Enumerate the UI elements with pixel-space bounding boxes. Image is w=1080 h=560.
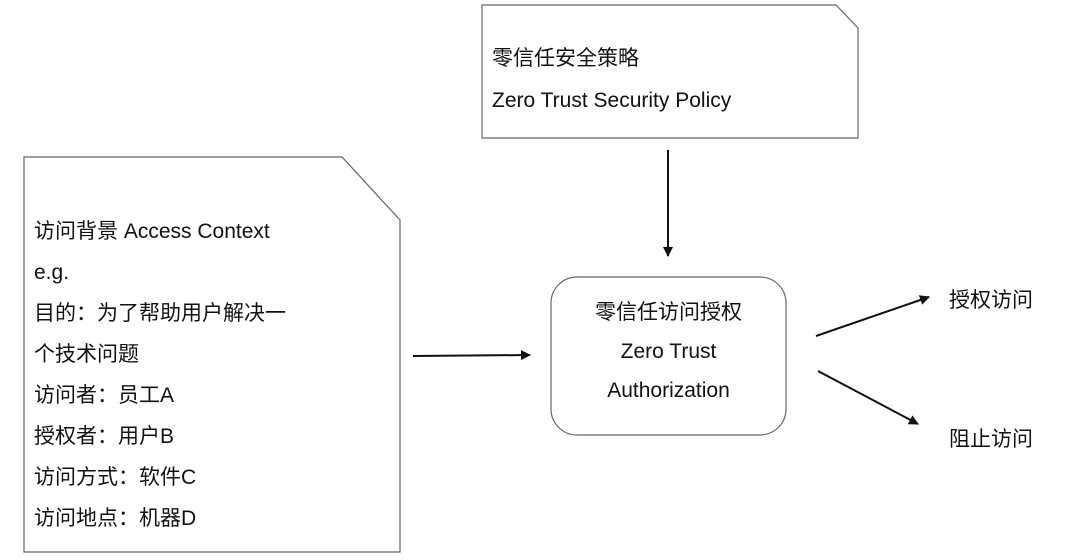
authorization-title-en-line1: Zero Trust — [620, 340, 717, 363]
outcome-grant-access: 授权访问 — [949, 289, 1033, 312]
arrow-to-block-access — [817, 370, 919, 425]
policy-note-text: 零信任安全策略 Zero Trust Security Policy — [492, 38, 731, 122]
context-purpose-line1: 目的：为了帮助用户解决一 — [34, 302, 286, 325]
outcome-block-access: 阻止访问 — [949, 428, 1033, 451]
policy-title-en: Zero Trust Security Policy — [492, 89, 732, 112]
arrow-context-to-authorization — [412, 350, 531, 361]
context-purpose-line2: 个技术问题 — [34, 343, 139, 366]
context-note-text: 访问背景 Access Context e.g. 目的：为了帮助用户解决一 个技… — [34, 211, 286, 539]
authorization-text: 零信任访问授权 Zero Trust Authorization — [551, 293, 786, 410]
context-visitor: 访问者：员工A — [34, 384, 175, 407]
policy-title-cn: 零信任安全策略 — [492, 47, 639, 70]
context-note-box — [23, 156, 401, 553]
context-location: 访问地点：机器D — [34, 507, 197, 530]
policy-note-box — [481, 4, 859, 139]
context-authorizer: 授权者：用户B — [34, 425, 175, 448]
authorization-title-cn: 零信任访问授权 — [595, 301, 742, 324]
authorization-box — [550, 276, 787, 436]
context-method: 访问方式：软件C — [34, 466, 197, 489]
context-title: 访问背景 Access Context — [34, 220, 270, 243]
authorization-title-en-line2: Authorization — [607, 379, 730, 402]
context-example-label: e.g. — [34, 261, 70, 284]
arrow-to-grant-access — [815, 295, 930, 337]
